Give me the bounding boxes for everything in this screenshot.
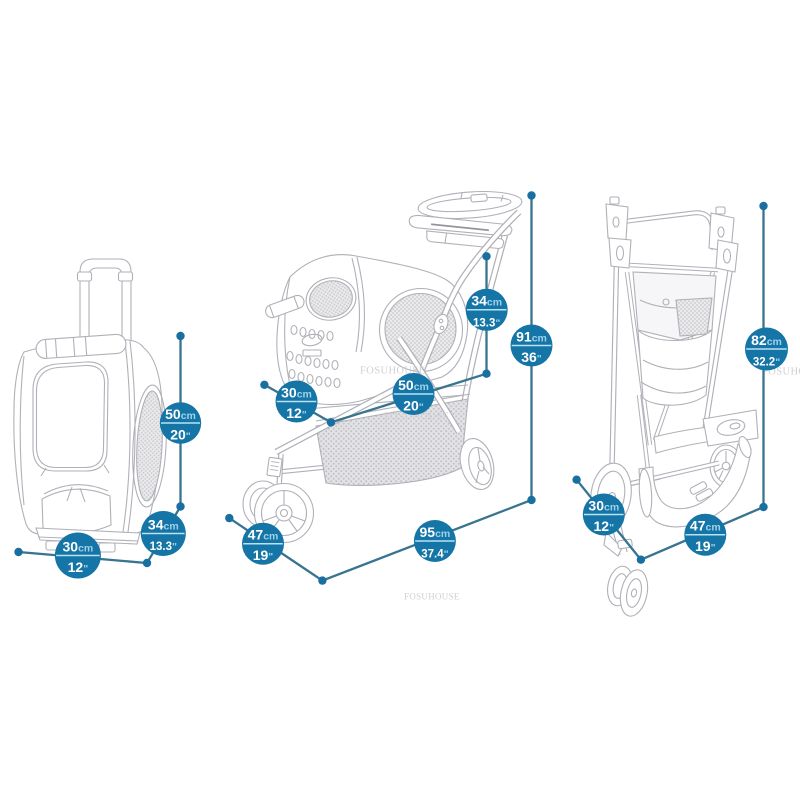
svg-text:FOSUHOUSE: FOSUHOUSE <box>762 367 800 378</box>
svg-text:82cm: 82cm <box>751 332 782 348</box>
svg-text:95cm: 95cm <box>420 524 451 540</box>
svg-text:30cm: 30cm <box>63 538 94 554</box>
svg-text:47cm: 47cm <box>690 518 721 534</box>
svg-text:50cm: 50cm <box>398 377 429 393</box>
svg-text:91cm: 91cm <box>516 328 547 344</box>
svg-text:32.2": 32.2" <box>753 357 780 369</box>
svg-text:34cm: 34cm <box>471 293 502 309</box>
svg-text:47cm: 47cm <box>248 527 279 543</box>
svg-text:12": 12" <box>594 518 615 534</box>
svg-text:30cm: 30cm <box>588 497 619 513</box>
svg-text:19": 19" <box>253 547 274 563</box>
svg-text:12": 12" <box>68 559 89 575</box>
svg-text:20": 20" <box>170 427 191 443</box>
svg-text:FOSUHOUSE: FOSUHOUSE <box>360 366 425 377</box>
svg-text:50cm: 50cm <box>165 406 196 422</box>
svg-text:FOSUHOUSE: FOSUHOUSE <box>384 412 449 423</box>
svg-text:FOSUHOUSE: FOSUHOUSE <box>404 592 460 602</box>
svg-text:36": 36" <box>521 349 542 365</box>
svg-text:37.4": 37.4" <box>421 549 448 561</box>
svg-text:12": 12" <box>286 405 307 421</box>
svg-text:13.3": 13.3" <box>473 317 500 329</box>
svg-text:13.3": 13.3" <box>150 541 177 553</box>
svg-text:30cm: 30cm <box>281 384 312 400</box>
svg-text:20": 20" <box>403 398 424 414</box>
svg-text:34cm: 34cm <box>148 516 179 532</box>
svg-text:19": 19" <box>695 538 716 554</box>
